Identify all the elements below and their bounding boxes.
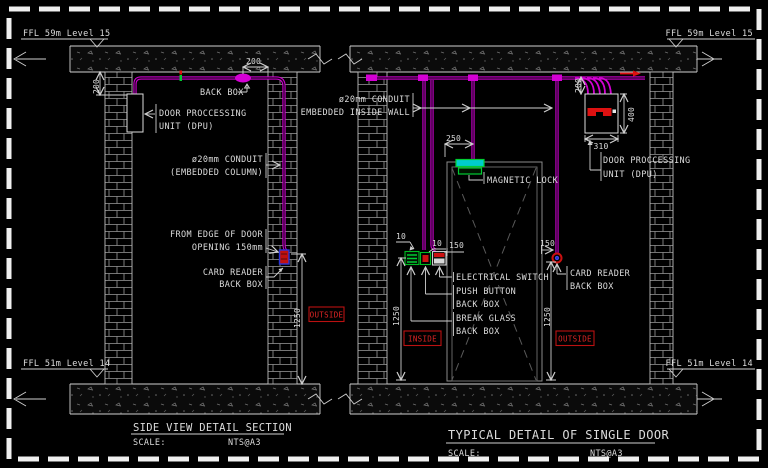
push-button-label-line1: PUSH BUTTON bbox=[456, 287, 516, 297]
left-view-title: SIDE VIEW DETAIL SECTION bbox=[133, 422, 292, 434]
right-view-conduits bbox=[366, 70, 645, 253]
right-view-card-reader bbox=[551, 252, 563, 264]
ffl-bottom-left-label: FFL 51m Level 14 bbox=[23, 359, 110, 369]
junction-box bbox=[366, 74, 377, 81]
card-reader-label-line2: BACK BOX bbox=[219, 280, 263, 290]
outside-tag-box-right bbox=[555, 330, 595, 347]
left-scale-label: SCALE: bbox=[133, 438, 166, 448]
conduit-red-tick bbox=[179, 70, 182, 75]
wall-conduit-label-line1: ø20mm CONDUIT bbox=[339, 95, 410, 105]
ffl-top-left-label: FFL 59m Level 15 bbox=[23, 29, 110, 39]
level-marker-icon bbox=[668, 38, 684, 48]
level-marker-icon bbox=[668, 368, 684, 378]
break-glass-label-line1: BREAK GLASS bbox=[456, 314, 516, 324]
right-view-title: TYPICAL DETAIL OF SINGLE DOOR bbox=[448, 428, 669, 442]
dim-150-switch: 150 bbox=[449, 241, 464, 250]
push-button-label-line2: BACK BOX bbox=[456, 300, 500, 310]
junction-box bbox=[552, 74, 562, 81]
conduit-green-tick bbox=[179, 75, 182, 81]
door-swing-dashed-lines bbox=[451, 167, 537, 381]
left-view-dpu bbox=[126, 93, 157, 133]
back-box-label: BACK BOX bbox=[200, 88, 244, 98]
right-scale-label: SCALE: bbox=[448, 449, 481, 459]
right-view-dpu bbox=[584, 93, 619, 134]
junction-box bbox=[418, 74, 428, 81]
dim-150-reader: 150 bbox=[540, 239, 555, 248]
card-reader-right-label-line1: CARD READER bbox=[570, 269, 631, 279]
dim-250-lock: 250 bbox=[446, 134, 461, 143]
back-box-oval bbox=[235, 73, 251, 83]
zone-tags bbox=[308, 306, 595, 347]
dim-10-b: 10 bbox=[432, 239, 442, 248]
break-glass-label-line2: BACK BOX bbox=[456, 327, 500, 337]
right-view-left-column bbox=[357, 71, 388, 385]
ceiling-slab bbox=[13, 45, 722, 73]
dim-1250-outside: 1250 bbox=[543, 307, 552, 327]
dim-200-vertical: 200 bbox=[92, 79, 101, 94]
ffl-bottom-right-label: FFL 51m Level 14 bbox=[666, 359, 753, 369]
outside-tag-left: OUTSIDE bbox=[310, 311, 344, 320]
outside-tag-right: OUTSIDE bbox=[558, 335, 592, 344]
right-scale-value: NTS@A3 bbox=[590, 449, 623, 459]
dim-310-dpu: 310 bbox=[593, 142, 608, 151]
dim-1250-inside: 1250 bbox=[392, 306, 401, 326]
dpu-label-line2: UNIT (DPU) bbox=[159, 122, 214, 132]
dim-10-a: 10 bbox=[396, 232, 406, 241]
left-view-conduit bbox=[133, 70, 288, 253]
dpu-right-label-line2: UNIT (DPU) bbox=[603, 170, 658, 180]
dim-1250-left: 1250 bbox=[293, 308, 302, 328]
dim-400-dpu: 400 bbox=[627, 107, 636, 122]
left-scale-value: NTS@A3 bbox=[228, 438, 261, 448]
level-markers bbox=[21, 38, 755, 378]
right-view-dimensions bbox=[396, 77, 627, 380]
dim-200-horizontal: 200 bbox=[246, 57, 261, 66]
dpu-right-label-line1: DOOR PROCCESSING bbox=[603, 156, 690, 166]
floor-slab bbox=[13, 383, 722, 415]
inside-tag-box bbox=[403, 330, 442, 347]
level-marker-icon bbox=[89, 368, 105, 378]
conduit-label-line1: ø20mm CONDUIT bbox=[192, 155, 263, 165]
card-reader-right-label-line2: BACK BOX bbox=[570, 282, 614, 292]
magnetic-lock bbox=[455, 158, 485, 175]
inside-tag: INSIDE bbox=[408, 335, 437, 344]
push-button-box bbox=[419, 251, 432, 266]
wall-conduit-label-line2: EMBEDDED INSIDE WALL bbox=[301, 108, 410, 118]
break-glass-box bbox=[404, 250, 420, 266]
magnetic-lock-label: MAGNETIC LOCK bbox=[487, 176, 559, 186]
right-view-right-column bbox=[649, 71, 674, 385]
door-edge-label-line2: OPENING 150mm bbox=[192, 243, 263, 253]
left-view-card-reader bbox=[278, 249, 290, 265]
dpu-label-line1: DOOR PROCCESSING bbox=[159, 109, 246, 119]
sheet-dashed-border bbox=[6, 6, 762, 462]
red-arrowhead-icon bbox=[633, 70, 641, 77]
card-reader-label-line1: CARD READER bbox=[203, 268, 264, 278]
dim-200-dpu: 200 bbox=[574, 78, 583, 93]
electrical-switch-label: ELECTRICAL SWITCH bbox=[456, 273, 549, 283]
left-view-dimensions bbox=[96, 67, 306, 384]
door-edge-label-line1: FROM EDGE OF DOOR bbox=[170, 230, 263, 240]
level-marker-icon bbox=[89, 38, 105, 48]
electrical-switch-box bbox=[431, 250, 447, 266]
conduit-label-line2: (EMBEDDED COLUMN) bbox=[170, 168, 263, 178]
door-frame bbox=[446, 161, 543, 382]
ffl-top-right-label: FFL 59m Level 15 bbox=[666, 29, 753, 39]
junction-box bbox=[468, 74, 478, 81]
outside-tag-box-left bbox=[308, 306, 345, 323]
